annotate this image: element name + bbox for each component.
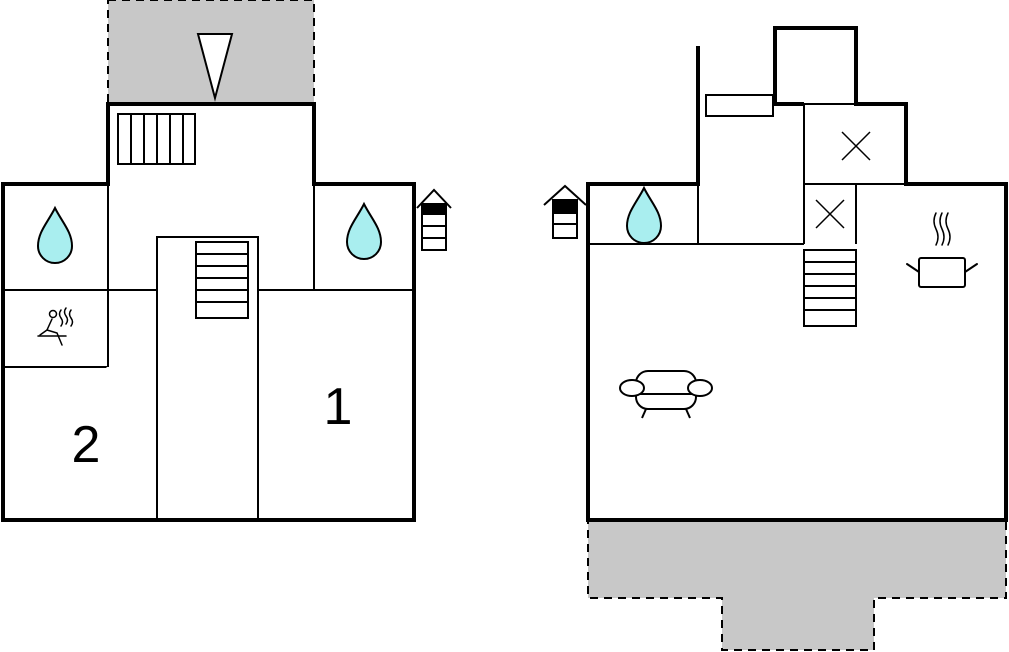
entrance-arrow-icon xyxy=(196,33,234,102)
void-cross-icon xyxy=(841,131,871,161)
room-number-2: 2 xyxy=(72,416,101,474)
bench-icon xyxy=(705,94,774,117)
first-floor xyxy=(543,26,1008,651)
water-drop-icon xyxy=(625,185,663,244)
ground-floor: 1 2 xyxy=(1,0,452,522)
water-drop-icon xyxy=(345,201,383,260)
first-inner-walls xyxy=(588,104,857,245)
stairs-icon xyxy=(195,241,249,319)
house-level-icon xyxy=(416,188,452,251)
stairs-icon xyxy=(803,249,857,327)
bench-icon xyxy=(117,113,196,165)
water-drop-icon xyxy=(36,205,74,264)
ground-outer-walls xyxy=(1,102,416,522)
void-cross-icon xyxy=(815,199,845,229)
sauna-icon xyxy=(37,307,74,346)
cooking-pot-icon xyxy=(906,212,978,288)
room-number-1: 1 xyxy=(324,378,353,436)
house-level-icon xyxy=(543,184,587,239)
balcony-terrace xyxy=(587,519,1007,651)
sofa-icon xyxy=(619,370,713,419)
